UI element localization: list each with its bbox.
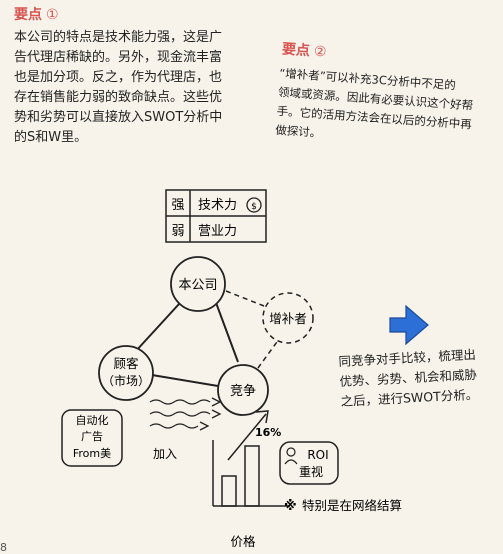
sw-key-strong: 强 bbox=[171, 198, 184, 213]
ad-box-line-1: 自动化 bbox=[76, 413, 109, 427]
point1-line: 的S和W里。 bbox=[14, 130, 88, 145]
point1-line: 本公司的特点是技术能力强，这是广 bbox=[14, 30, 223, 45]
note-mark: ※ bbox=[284, 499, 297, 514]
note-text: 特别是在网络结算 bbox=[302, 498, 402, 513]
growth-chart-icon bbox=[212, 410, 290, 507]
node-competition: 竞争 bbox=[217, 364, 269, 416]
ad-box-line-2: 广告 bbox=[81, 430, 103, 443]
point1-number: ① bbox=[46, 7, 59, 23]
node-supplement-label: 增补者 bbox=[269, 311, 307, 326]
point1-line: 存在销售能力弱的致命缺点。这些优 bbox=[14, 90, 223, 105]
link-company-competition bbox=[214, 299, 239, 363]
roi-line-2: 重视 bbox=[299, 464, 323, 479]
roi-bubble: ROI 重视 bbox=[279, 441, 339, 485]
node-company: 本公司 bbox=[170, 256, 226, 312]
blue-arrow-icon bbox=[389, 304, 429, 346]
link-supplement-competition bbox=[257, 334, 283, 369]
point1-line: 告代理店稀缺的。另外，现金流丰富 bbox=[14, 50, 223, 65]
sw-table: 强 技术力 $ 弱 营业力 bbox=[165, 189, 267, 243]
node-competition-label: 竞争 bbox=[230, 383, 256, 399]
sw-key-weak: 弱 bbox=[171, 224, 184, 239]
right-note: 同竞争对手比较，梳理出 优势、劣势、机会和威胁 之后，进行SWOT分析。 bbox=[338, 345, 479, 412]
link-customer-competition bbox=[151, 374, 219, 387]
node-supplement: 增补者 bbox=[262, 292, 314, 344]
node-customer-label-1: 顾客 bbox=[113, 356, 139, 371]
percent-label: 16% bbox=[255, 426, 281, 439]
point1-line: 势和劣势可以直接放入SWOT分析中 bbox=[14, 110, 223, 125]
person-icon bbox=[284, 447, 298, 465]
add-label: 加入 bbox=[153, 447, 177, 461]
sw-value-strong: 技术力 bbox=[198, 198, 237, 213]
node-company-label: 本公司 bbox=[178, 278, 217, 293]
node-customer: 顾客 （市场） bbox=[98, 345, 154, 401]
moneybag-icon: $ bbox=[246, 197, 262, 213]
link-company-supplement bbox=[225, 290, 265, 307]
point1-title-text: 要点 bbox=[14, 7, 42, 23]
price-label: 价格 bbox=[230, 534, 256, 549]
ad-box-line-3: From美 bbox=[73, 447, 111, 460]
ad-box: 自动化 广告 From美 bbox=[61, 409, 123, 467]
wavy-arrows-icon bbox=[149, 397, 222, 431]
roi-line-1: ROI bbox=[307, 448, 328, 462]
sw-value-weak: 营业力 bbox=[198, 224, 237, 239]
node-customer-label-2: （市场） bbox=[102, 373, 150, 388]
svg-text:$: $ bbox=[251, 202, 257, 212]
page-number: 8 bbox=[0, 541, 7, 554]
point1-body: 本公司的特点是技术能力强，这是广 告代理店稀缺的。另外，现金流丰富 也是加分项。… bbox=[14, 28, 222, 148]
point1-line: 也是加分项。反之，作为代理店，也 bbox=[14, 70, 223, 85]
